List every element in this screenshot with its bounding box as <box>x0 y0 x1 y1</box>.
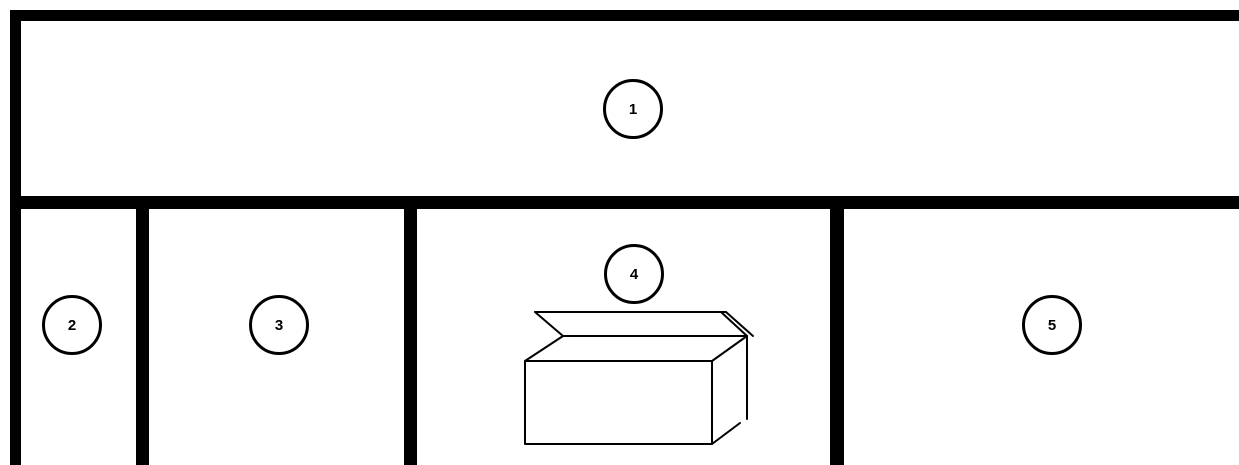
open-box-icon <box>524 311 754 445</box>
region-3-marker: 3 <box>249 295 309 355</box>
divider-2-3 <box>136 196 149 465</box>
region-1-marker: 1 <box>603 79 663 139</box>
region-4-marker: 4 <box>604 244 664 304</box>
region-5-marker: 5 <box>1022 295 1082 355</box>
left-border <box>10 10 21 465</box>
region-2-marker: 2 <box>42 295 102 355</box>
divider-3-4 <box>404 196 417 465</box>
horizontal-divider <box>10 196 1239 209</box>
divider-4-5 <box>830 196 844 465</box>
top-border <box>10 10 1239 21</box>
